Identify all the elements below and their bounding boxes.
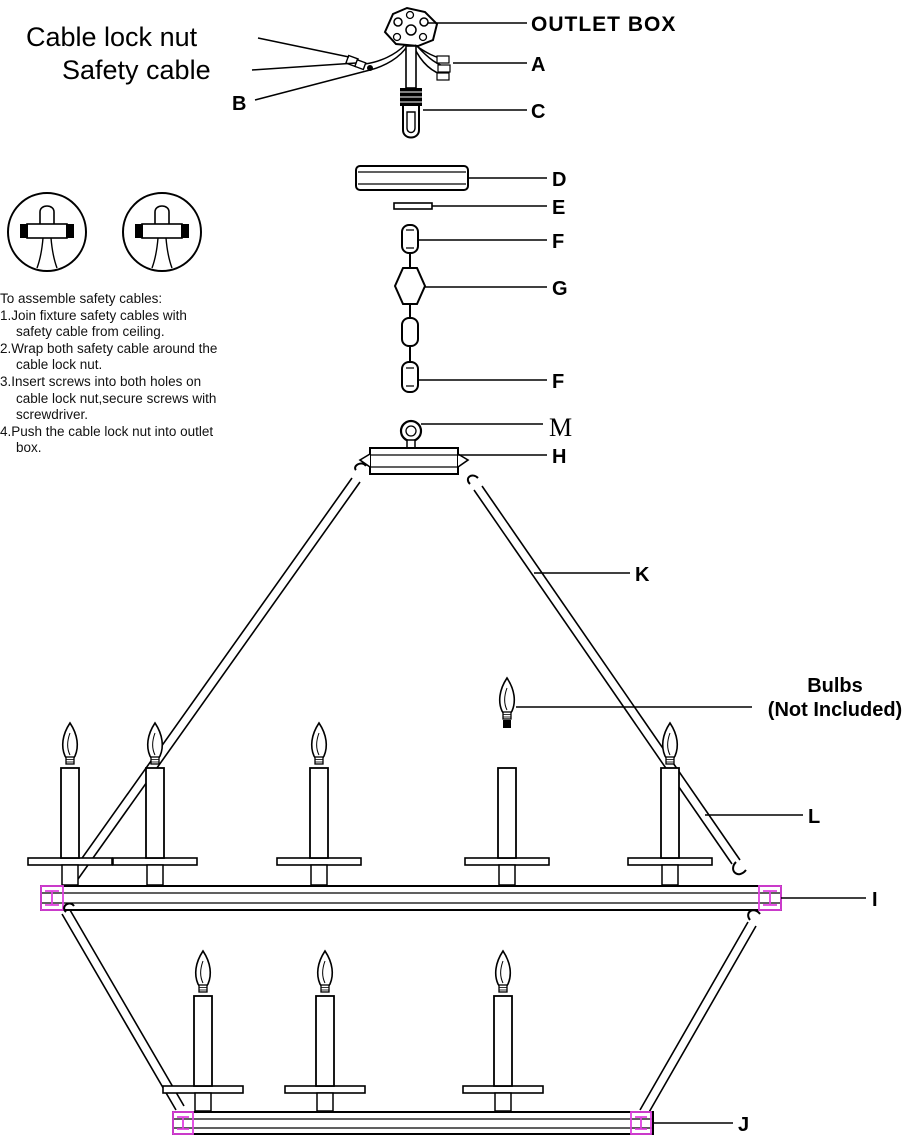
safety-cable-detail-2 [122, 192, 202, 272]
upper-candle-3 [276, 722, 362, 886]
label-l: L [808, 806, 820, 828]
label-b: B [232, 93, 246, 115]
label-bulbs: Bulbs [807, 675, 863, 697]
lower-ring-j [172, 1111, 654, 1135]
lower-candles [162, 950, 544, 1112]
instruction-step-1-cont: safety cable from ceiling. [16, 324, 165, 340]
wire-connector-a [436, 55, 451, 81]
quick-link-f-bottom [401, 361, 419, 393]
instructions-heading: To assemble safety cables: [0, 291, 163, 306]
label-m: M [549, 413, 572, 442]
threaded-pipe [400, 45, 422, 106]
instruction-step-2: 2.Wrap both safety cable around the [0, 340, 218, 356]
upper-ring-i [40, 885, 782, 911]
chain [393, 224, 427, 393]
label-safety-cable: Safety cable [62, 55, 211, 85]
lower-candle-2 [284, 950, 366, 1112]
upper-candle-2 [112, 722, 198, 886]
instruction-step-4-cont: box. [16, 440, 42, 456]
safety-cable-detail-1 [7, 192, 87, 272]
lower-candle-1 [162, 950, 244, 1112]
canopy-d [355, 165, 469, 191]
loose-bulb [498, 677, 516, 728]
upper-candles [27, 722, 713, 886]
hub-h [358, 447, 470, 475]
lower-candle-3 [462, 950, 544, 1112]
label-g: G [552, 278, 568, 300]
label-e: E [552, 197, 565, 219]
outlet-box [383, 6, 439, 48]
instruction-step-3-cont-2: screwdriver. [16, 407, 89, 423]
label-j: J [738, 1114, 749, 1136]
label-f-top: F [552, 231, 564, 253]
label-d: D [552, 169, 566, 191]
upper-candle-1 [27, 722, 113, 886]
label-outlet-box: OUTLET BOX [531, 13, 676, 36]
hook-c [402, 106, 420, 139]
instruction-step-3-cont: cable lock nut,secure screws with [16, 390, 217, 406]
label-c: C [531, 101, 545, 123]
label-a: A [531, 54, 545, 76]
chain-link-g [393, 267, 427, 305]
instruction-step-1: 1.Join fixture safety cables with [0, 307, 187, 323]
instruction-step-4: 4.Push the cable lock nut into outlet [0, 423, 214, 439]
quick-link-f-top [401, 224, 419, 254]
upper-candle-4-empty [464, 767, 550, 886]
lower-rods-l [61, 902, 761, 1125]
upper-rods-k [57, 462, 747, 897]
loop-m [399, 419, 423, 449]
safety-cable-instructions: To assemble safety cables: 1.Join fixtur… [0, 291, 300, 457]
label-h: H [552, 446, 566, 468]
upper-candle-5 [627, 722, 713, 886]
label-i: I [872, 889, 878, 911]
label-k: K [635, 564, 650, 586]
label-f-bottom: F [552, 371, 564, 393]
label-cable-lock-nut: Cable lock nut [26, 22, 198, 52]
instruction-step-3: 3.Insert screws into both holes on [0, 373, 202, 389]
label-not-included: (Not Included) [768, 699, 902, 721]
instruction-step-2-cont: cable lock nut. [16, 357, 103, 373]
washer-e [393, 202, 433, 210]
callout-lines-top [251, 22, 527, 111]
